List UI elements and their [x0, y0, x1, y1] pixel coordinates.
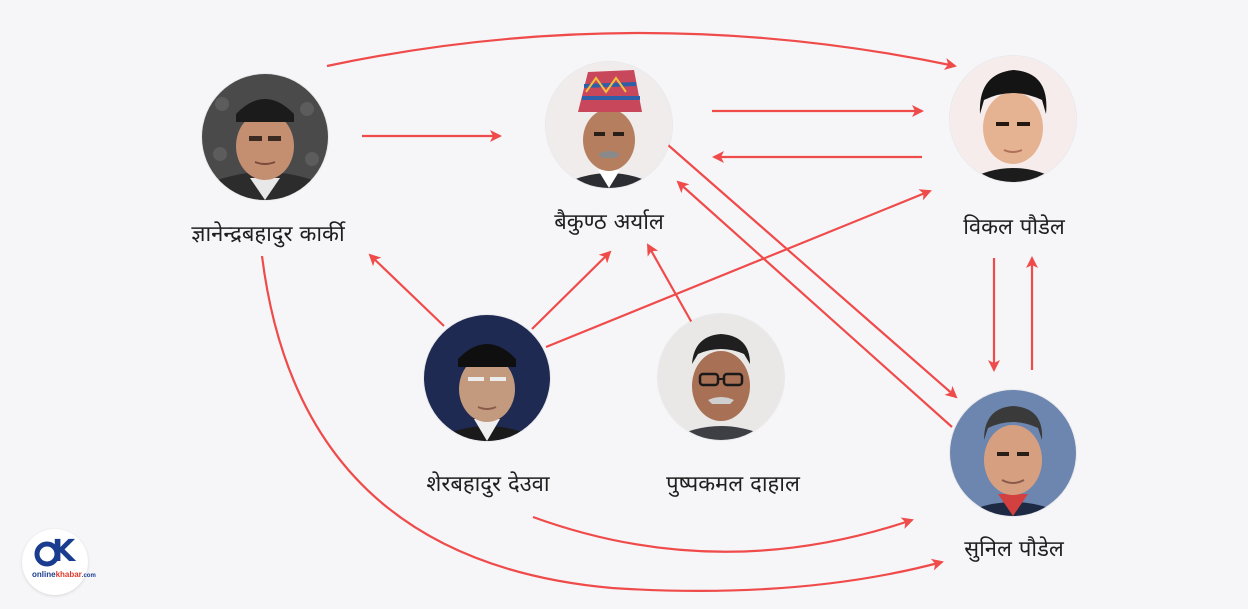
arrow-karki-to-sunil — [260, 255, 944, 592]
avatar-karki — [202, 74, 328, 200]
arrow-karki-to-bikal — [326, 31, 957, 70]
name-deuba: शेरबहादुर देउवा — [426, 472, 550, 497]
name-aryal: बैकुण्ठ अर्याल — [554, 210, 664, 235]
name-bikal: विकल पौडेल — [963, 215, 1065, 240]
arrow-dahal-to-aryal — [647, 243, 693, 324]
arrow-sunil-to-aryal — [676, 180, 953, 428]
avatar-sunil — [950, 390, 1076, 516]
avatar-aryal — [546, 62, 672, 188]
arrow-deuba-to-bikal — [545, 189, 932, 349]
name-karki: ज्ञानेन्द्रबहादुर कार्की — [191, 222, 345, 247]
logo-k-icon: K — [52, 534, 76, 569]
onlinekhabar-logo: K onlinekhabar.com — [22, 529, 96, 595]
arrow-aryal-to-sunil — [667, 144, 958, 399]
logo-o-icon — [34, 541, 60, 567]
name-sunil: सुनिल पौडेल — [964, 537, 1064, 562]
arrow-deuba-to-aryal — [531, 250, 612, 330]
logo-wordmark: onlinekhabar.com — [32, 570, 96, 579]
name-dahal: पुष्पकमल दाहाल — [666, 472, 800, 497]
avatar-deuba — [424, 315, 550, 441]
arrow-deuba-to-sunil — [532, 515, 914, 553]
avatar-dahal — [658, 314, 784, 440]
avatar-bikal — [950, 56, 1076, 182]
arrow-deuba-to-karki — [368, 253, 445, 327]
